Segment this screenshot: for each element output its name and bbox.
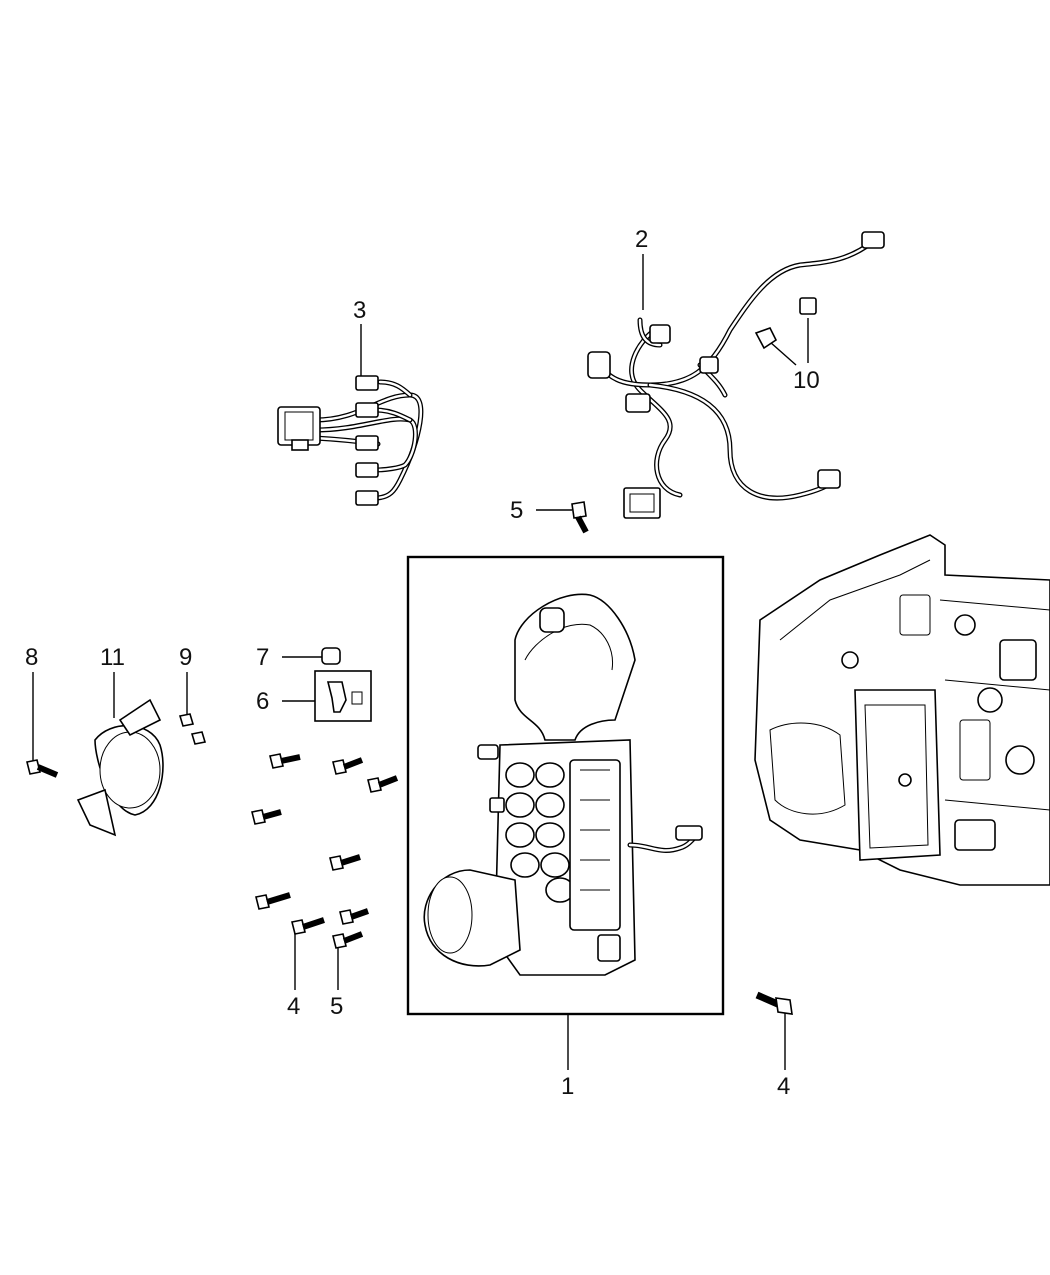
plug-part-7 — [321, 647, 341, 665]
sensor-part-6 — [314, 670, 372, 722]
callout-10: 10 — [793, 367, 820, 394]
bolt-part-5-top — [571, 501, 589, 534]
bolt — [339, 908, 369, 925]
callout-9: 9 — [179, 644, 192, 671]
callout-5-top: 5 — [510, 497, 523, 524]
bolt — [251, 809, 282, 825]
callout-4-left: 4 — [287, 993, 300, 1020]
wiring-harness-part-2 — [587, 231, 885, 519]
bracket-part-11 — [76, 698, 164, 837]
bolt — [329, 854, 361, 871]
valve-body-part-1 — [406, 555, 725, 1016]
clips-part-10 — [754, 297, 817, 350]
nuts-part-9 — [178, 713, 207, 745]
callout-7: 7 — [256, 644, 269, 671]
callout-3: 3 — [353, 297, 366, 324]
bolt — [269, 753, 301, 769]
bolt — [255, 892, 291, 910]
bolt — [332, 757, 364, 775]
loose-bolts — [251, 753, 399, 949]
bolt-part-4-right — [755, 991, 793, 1015]
bolt — [332, 931, 364, 949]
bolt-part-8 — [26, 759, 59, 778]
callout-6: 6 — [256, 688, 269, 715]
callout-11: 11 — [100, 644, 125, 671]
callout-8: 8 — [25, 644, 38, 671]
solenoid-valves — [505, 759, 621, 931]
bolt — [367, 775, 399, 793]
callout-4-right: 4 — [777, 1073, 790, 1100]
sub-harness-part-3 — [277, 375, 424, 506]
callout-2: 2 — [635, 226, 648, 253]
leader-lines — [32, 254, 809, 1070]
callout-1: 1 — [561, 1073, 574, 1100]
bolt — [291, 917, 325, 935]
callout-5-bottom: 5 — [330, 993, 343, 1020]
transmission-case — [754, 534, 1050, 886]
